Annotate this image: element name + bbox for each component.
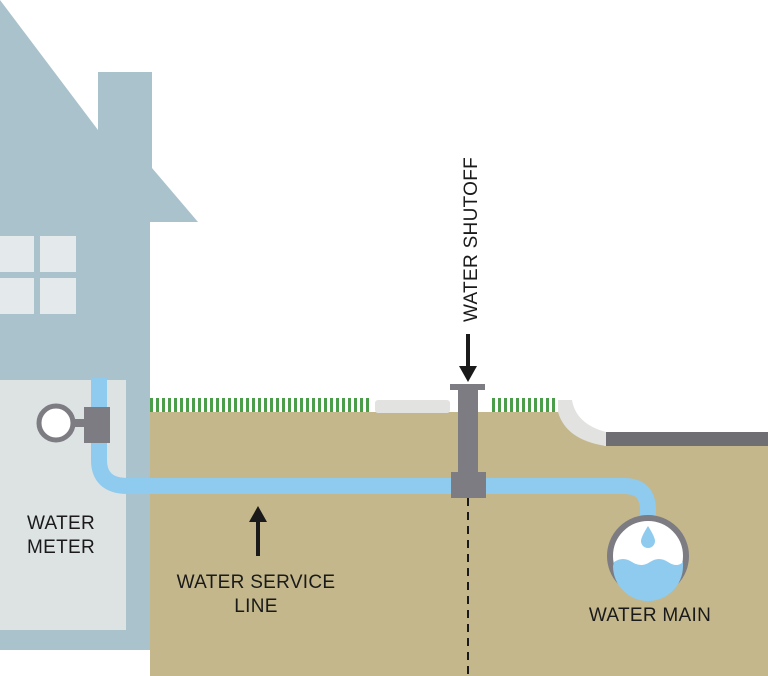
grass-strip-left (150, 398, 372, 412)
window-icon (0, 236, 76, 314)
meter-dial-icon (36, 403, 76, 443)
water-service-pipe (91, 378, 656, 530)
meter-fitting (84, 407, 110, 443)
water-main (607, 515, 689, 601)
water-drop-icon (641, 526, 655, 548)
water-main-water (613, 559, 683, 601)
shutoff-arrow (459, 334, 477, 382)
label-water-main: WATER MAIN (589, 605, 711, 626)
water-shutoff-valve (450, 384, 486, 498)
service-line-arrow (249, 506, 267, 556)
curb (558, 400, 606, 446)
road-surface (606, 432, 768, 446)
label-water-shutoff: WATER SHUTOFF (461, 157, 482, 322)
meter-connector (72, 419, 86, 427)
label-service-line-line1: WATER SERVICE (177, 572, 336, 593)
label-water-meter-line1: WATER (27, 513, 95, 534)
label-service-line-line2: LINE (234, 596, 277, 617)
grass-strip-right (490, 398, 558, 412)
label-water-meter-line2: METER (27, 537, 95, 558)
sidewalk (375, 400, 450, 413)
house-roof (0, 0, 198, 382)
